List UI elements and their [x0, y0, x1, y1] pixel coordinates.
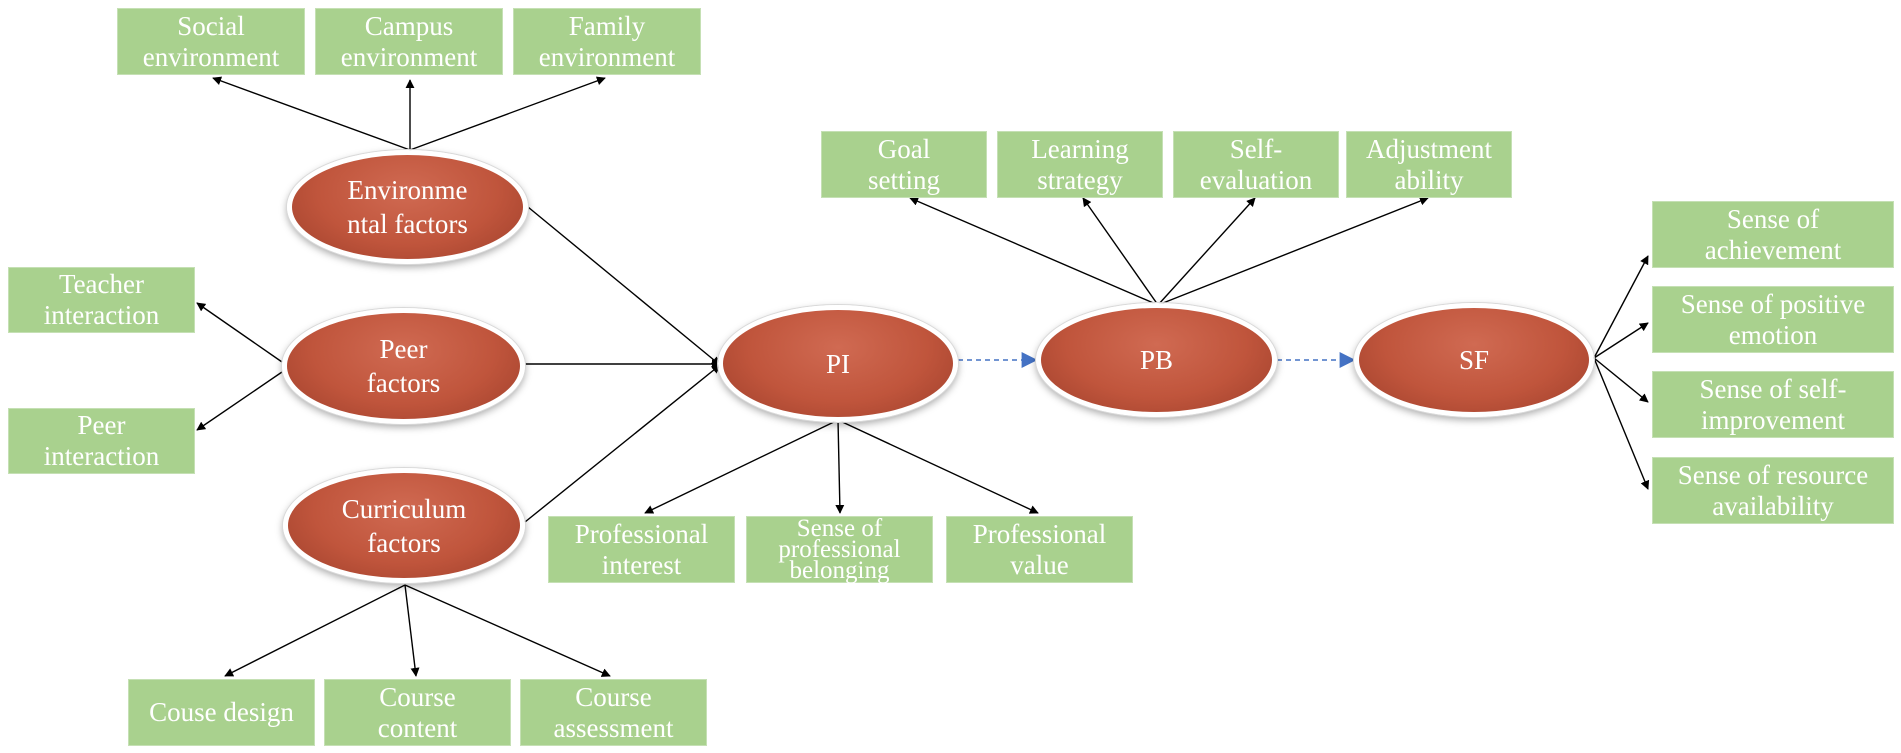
box-learning-strategy: Learning strategy	[997, 131, 1163, 198]
arrow-peer-peer	[196, 371, 283, 431]
box-family-environment: Family environment	[513, 8, 701, 75]
node-pb: PB	[1036, 303, 1277, 417]
box-professional-value: Professional value	[946, 516, 1133, 583]
box-course-assessment: Course assessment	[520, 679, 707, 746]
node-curriculum-factors: Curriculum factors	[283, 468, 525, 583]
box-adjustment-ability: Adjustment ability	[1346, 131, 1512, 198]
box-social-environment: Social environment	[117, 8, 305, 75]
node-environmental-factors: Environme ntal factors	[287, 150, 528, 264]
box-goal-setting: Goal setting	[821, 131, 987, 198]
box-campus-environment: Campus environment	[315, 8, 503, 75]
arrow-pb-goal	[909, 197, 1159, 306]
box-teacher-interaction: Teacher interaction	[8, 267, 195, 333]
box-course-design: Couse design	[128, 679, 315, 746]
arrow-pb-self	[1157, 197, 1256, 306]
box-course-content: Course content	[324, 679, 511, 746]
arrow-curr-assessment	[404, 584, 611, 677]
arrow-sf-improvement	[1593, 357, 1649, 403]
box-sense-achievement: Sense of achievement	[1652, 201, 1894, 268]
arrow-env-pi	[527, 206, 721, 366]
arrow-pb-learning	[1082, 197, 1159, 306]
arrow-sf-resource	[1593, 357, 1650, 490]
arrow-curr-design	[224, 584, 406, 677]
box-professional-belonging: Sense of professional belonging	[746, 516, 933, 583]
node-peer-factors: Peer factors	[282, 308, 525, 424]
box-peer-interaction: Peer interaction	[8, 408, 195, 474]
box-sense-resource-availability: Sense of resource availability	[1652, 457, 1894, 524]
arrow-pi-belonging	[835, 419, 845, 514]
arrow-sf-achievement	[1593, 255, 1649, 359]
node-sf: SF	[1354, 303, 1594, 417]
arrow-curr-pi	[524, 364, 721, 523]
box-self-evaluation: Self- evaluation	[1173, 131, 1339, 198]
arrow-env-social	[212, 76, 411, 151]
arrow-curr-content	[404, 584, 420, 677]
box-sense-self-improvement: Sense of self- improvement	[1652, 371, 1894, 438]
arrow-pi-interest	[644, 419, 839, 514]
arrow-sf-positive	[1593, 322, 1649, 359]
box-professional-interest: Professional interest	[548, 516, 735, 583]
arrow-pb-adjust	[1157, 196, 1429, 306]
node-pi: PI	[718, 305, 958, 422]
box-sense-positive-emotion: Sense of positive emotion	[1652, 286, 1894, 353]
arrow-env-family	[409, 76, 606, 151]
arrow-peer-teacher	[196, 302, 283, 363]
arrow-pi-value	[837, 419, 1039, 514]
